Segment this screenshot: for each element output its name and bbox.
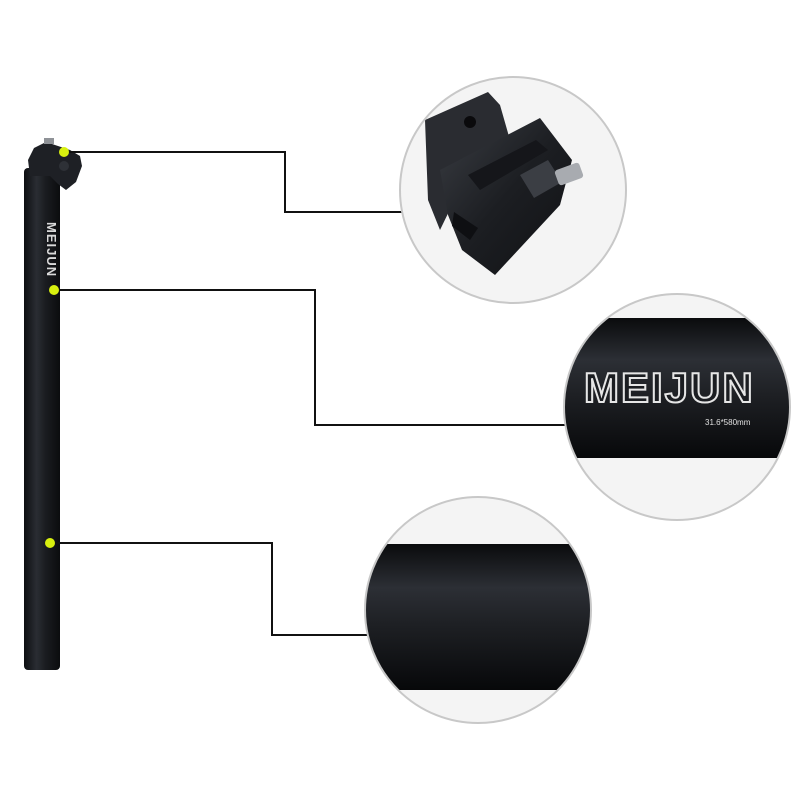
- clamp-bolt: [554, 162, 584, 186]
- brand-logo-text: MEIJUN: [584, 364, 755, 411]
- seat-post-clamp-bolt: [44, 138, 54, 144]
- leader-line-clamp: [64, 151, 402, 213]
- detail-circle-tube: [364, 496, 592, 724]
- tube-closeup-logo: [564, 318, 790, 458]
- bolt-hole-icon: [464, 116, 476, 128]
- callout-dot-clamp: [59, 147, 69, 157]
- size-spec-text: 31.6*580mm: [705, 418, 751, 427]
- leader-line-tube: [50, 542, 368, 636]
- leader-lines: [50, 151, 570, 636]
- detail-circle-logo: MEIJUN 31.6*580mm: [563, 293, 791, 521]
- leader-line-logo: [54, 289, 570, 426]
- clamp-body: [440, 118, 572, 275]
- seat-post-logo: MEIJUN: [44, 222, 59, 277]
- seat-post: MEIJUN: [24, 138, 82, 670]
- detail-circle-clamp: [399, 76, 627, 304]
- clamp-nut: [520, 160, 562, 198]
- callout-dots: [45, 147, 69, 548]
- callout-dot-tube: [45, 538, 55, 548]
- callout-dot-logo: [49, 285, 59, 295]
- bolt-icon: [59, 161, 69, 171]
- tube-closeup: [365, 544, 591, 690]
